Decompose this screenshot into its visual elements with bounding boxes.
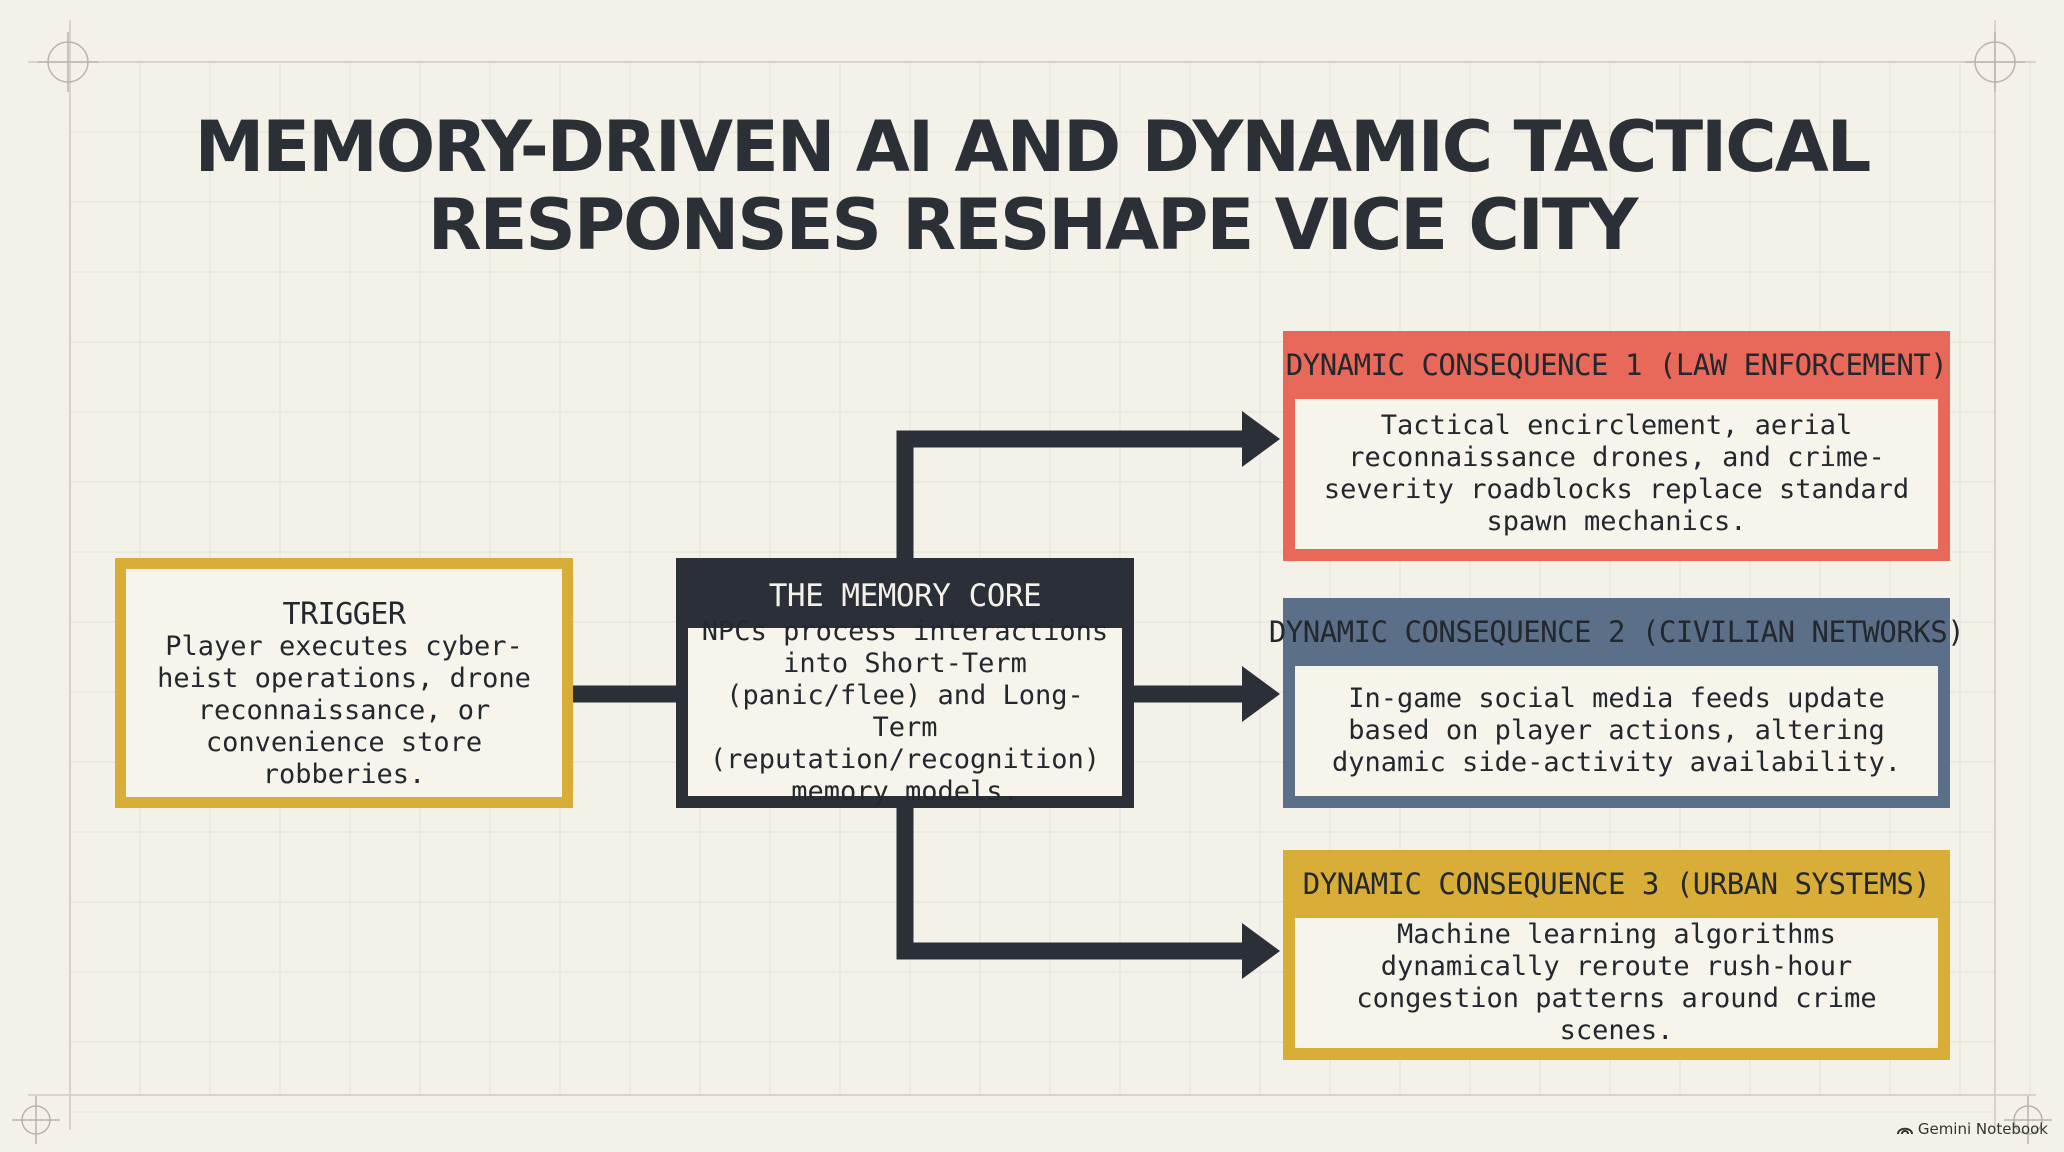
core-to-consequence-1-connector bbox=[896, 430, 1248, 558]
memory-core-box: THE MEMORY CORE NPCs process interaction… bbox=[676, 558, 1134, 808]
consequence-3-box: DYNAMIC CONSEQUENCE 3 (URBAN SYSTEMS) Ma… bbox=[1283, 850, 1950, 1060]
consequence-2-heading: DYNAMIC CONSEQUENCE 2 (CIVILIAN NETWORKS… bbox=[1268, 615, 1965, 649]
title-line-2: RESPONSES RESHAPE VICE CITY bbox=[427, 184, 1639, 266]
memory-core-heading: THE MEMORY CORE bbox=[768, 578, 1042, 614]
title-line-1: MEMORY-DRIVEN AI AND DYNAMIC TACTICAL bbox=[194, 106, 1872, 188]
consequence-1-box: DYNAMIC CONSEQUENCE 1 (LAW ENFORCEMENT) … bbox=[1283, 331, 1950, 561]
consequence-3-body: Machine learning algorithms dynamically … bbox=[1295, 918, 1938, 1048]
footer-brand: Gemini Notebook bbox=[1896, 1120, 2048, 1138]
footer-brand-label: Gemini Notebook bbox=[1917, 1120, 2048, 1138]
arrowhead-consequence-3 bbox=[1242, 923, 1280, 979]
arrowhead-consequence-2 bbox=[1242, 666, 1280, 722]
consequence-2-body: In-game social media feeds update based … bbox=[1295, 666, 1938, 796]
memory-core-body: NPCs process interactions into Short-Ter… bbox=[688, 616, 1122, 807]
trigger-body: Player executes cyber-heist operations, … bbox=[126, 631, 562, 790]
trigger-box: TRIGGER Player executes cyber-heist oper… bbox=[115, 558, 573, 808]
core-to-consequence-3-connector bbox=[896, 808, 1248, 960]
consequence-1-body: Tactical encirclement, aerial reconnaiss… bbox=[1295, 399, 1938, 549]
consequence-2-box: DYNAMIC CONSEQUENCE 2 (CIVILIAN NETWORKS… bbox=[1268, 598, 1965, 808]
arrowhead-consequence-1 bbox=[1242, 411, 1280, 467]
page-title: MEMORY-DRIVEN AI AND DYNAMIC TACTICAL RE… bbox=[0, 108, 2064, 264]
consequence-3-heading: DYNAMIC CONSEQUENCE 3 (URBAN SYSTEMS) bbox=[1302, 867, 1931, 901]
trigger-heading: TRIGGER bbox=[282, 597, 406, 632]
gemini-logo-icon bbox=[1896, 1127, 1913, 1135]
consequence-1-heading: DYNAMIC CONSEQUENCE 1 (LAW ENFORCEMENT) bbox=[1285, 348, 1948, 382]
